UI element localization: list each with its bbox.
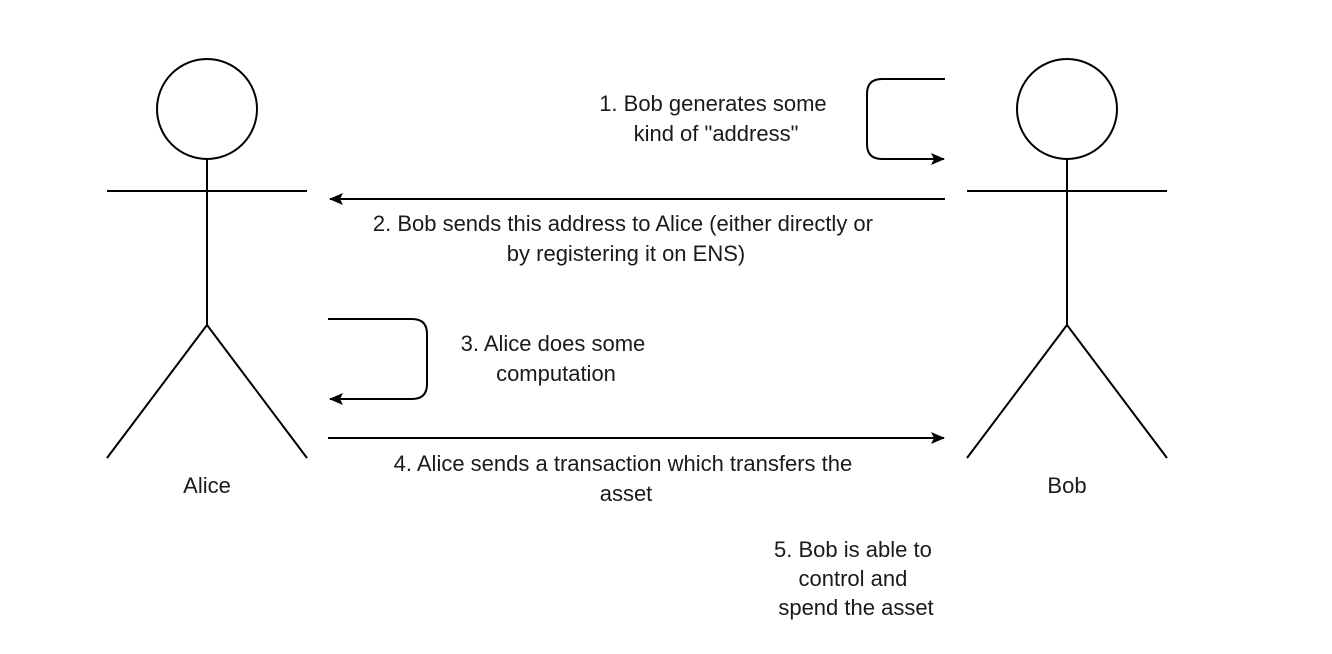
step3-label-line2: computation bbox=[496, 361, 616, 386]
step1-label: 1. Bob generates some kind of "address" bbox=[599, 91, 833, 146]
step2-label-line1: 2. Bob sends this address to Alice (eith… bbox=[373, 211, 873, 236]
step3-label-line1: 3. Alice does some bbox=[461, 331, 646, 356]
step5-label-line3: spend the asset bbox=[778, 595, 933, 620]
alice-label: Alice bbox=[183, 473, 231, 498]
step5-label: 5. Bob is able to control and spend the … bbox=[774, 537, 938, 620]
actor-alice bbox=[106, 58, 308, 459]
actor-bob bbox=[966, 58, 1168, 459]
bob-head bbox=[1016, 58, 1118, 160]
step3-self-loop-arrow bbox=[328, 318, 428, 405]
bob-label: Bob bbox=[1047, 473, 1086, 498]
step1-label-line2: kind of "address" bbox=[634, 121, 799, 146]
step3-label: 3. Alice does some computation bbox=[461, 331, 652, 386]
bob-left-leg bbox=[966, 324, 1068, 459]
step4-label-line2: asset bbox=[600, 481, 653, 506]
bob-right-leg bbox=[1066, 324, 1168, 459]
step5-label-line2: control and bbox=[799, 566, 908, 591]
alice-left-leg bbox=[106, 324, 208, 459]
alice-right-leg bbox=[206, 324, 308, 459]
step1-self-loop-arrow bbox=[866, 78, 945, 165]
step5-label-line1: 5. Bob is able to bbox=[774, 537, 932, 562]
alice-head bbox=[156, 58, 258, 160]
step4-label: 4. Alice sends a transaction which trans… bbox=[394, 451, 859, 506]
step2-label-line2: by registering it on ENS) bbox=[507, 241, 745, 266]
step4-label-line1: 4. Alice sends a transaction which trans… bbox=[394, 451, 853, 476]
step1-label-line1: 1. Bob generates some bbox=[599, 91, 826, 116]
step2-label: 2. Bob sends this address to Alice (eith… bbox=[373, 211, 879, 266]
